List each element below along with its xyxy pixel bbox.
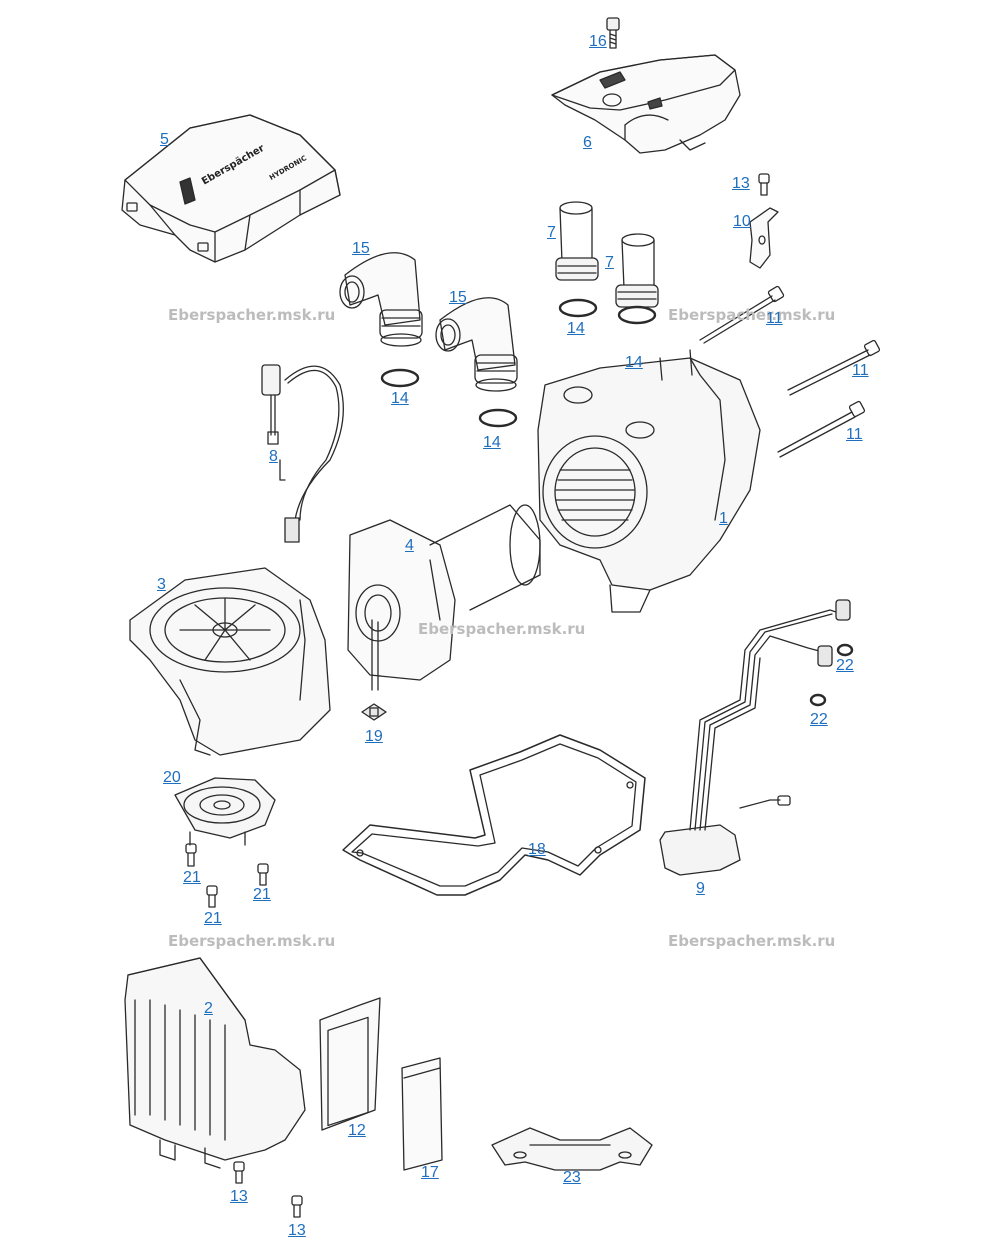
part-23-mounting-bracket xyxy=(491,1127,653,1171)
part-label-10[interactable]: 10 xyxy=(733,213,751,230)
part-15-elbow-pipe-a xyxy=(339,252,423,347)
part-14-o-ring-c xyxy=(558,298,598,318)
part-16-screw xyxy=(606,17,620,49)
part-12-pcb xyxy=(319,997,381,1131)
part-label-12[interactable]: 12 xyxy=(348,1122,366,1139)
part-7-pipe-b xyxy=(615,233,659,308)
part-label-3[interactable]: 3 xyxy=(157,576,166,593)
part-label-20[interactable]: 20 xyxy=(163,769,181,786)
part-14-o-ring-b xyxy=(478,408,518,428)
part-label-9[interactable]: 9 xyxy=(696,880,705,897)
part-14-o-ring-a xyxy=(380,368,420,388)
part-label-7b[interactable]: 7 xyxy=(605,254,614,271)
part-22-o-ring-a xyxy=(836,643,854,657)
part-label-21b[interactable]: 21 xyxy=(253,886,271,903)
part-label-18[interactable]: 18 xyxy=(528,841,546,858)
part-9-harness xyxy=(659,599,851,876)
part-label-2[interactable]: 2 xyxy=(204,1000,213,1017)
part-7-pipe-a xyxy=(555,201,599,281)
part-label-22b[interactable]: 22 xyxy=(810,711,828,728)
part-label-4[interactable]: 4 xyxy=(405,537,414,554)
part-label-14c[interactable]: 14 xyxy=(567,320,585,337)
part-15-elbow-pipe-b xyxy=(435,297,518,392)
part-label-13b[interactable]: 13 xyxy=(230,1188,248,1205)
watermark: Eberspacher.msk.ru xyxy=(668,932,836,950)
part-18-gasket xyxy=(342,734,646,896)
watermark: Eberspacher.msk.ru xyxy=(668,306,836,324)
part-label-11b[interactable]: 11 xyxy=(852,362,869,379)
part-20-fuel-part xyxy=(174,777,276,846)
part-label-15b[interactable]: 15 xyxy=(449,289,467,306)
part-label-16[interactable]: 16 xyxy=(589,33,607,50)
part-19-seal xyxy=(361,703,387,721)
part-label-21c[interactable]: 21 xyxy=(204,910,222,927)
part-label-11c[interactable]: 11 xyxy=(846,426,863,443)
part-13-screw-lower-b xyxy=(291,1195,303,1218)
part-22-o-ring-b xyxy=(809,693,827,707)
part-label-1[interactable]: 1 xyxy=(719,510,728,527)
part-label-14b[interactable]: 14 xyxy=(483,434,501,451)
part-label-14d[interactable]: 14 xyxy=(625,354,643,371)
part-21-screw-a xyxy=(185,843,197,867)
part-label-11a[interactable]: 11 xyxy=(766,310,783,327)
part-2-control-housing xyxy=(124,957,306,1169)
part-4-burner xyxy=(347,504,541,691)
part-8-sensor xyxy=(261,364,344,543)
part-label-14a[interactable]: 14 xyxy=(391,390,409,407)
part-13-screw-upper xyxy=(758,173,770,196)
part-11-bolt-b xyxy=(787,339,881,396)
part-label-6[interactable]: 6 xyxy=(583,134,592,151)
part-label-22a[interactable]: 22 xyxy=(836,657,854,674)
part-5-top-cover xyxy=(121,114,341,263)
watermark: Eberspacher.msk.ru xyxy=(418,620,586,638)
watermark: Eberspacher.msk.ru xyxy=(168,306,336,324)
part-6-cover xyxy=(551,54,741,154)
part-3-blower xyxy=(129,567,331,756)
part-10-bracket xyxy=(749,207,779,269)
part-11-bolt-a xyxy=(699,285,785,344)
part-label-13a[interactable]: 13 xyxy=(732,175,750,192)
part-14-o-ring-d xyxy=(617,305,657,325)
part-label-8[interactable]: 8 xyxy=(269,448,278,465)
part-11-bolt-c xyxy=(777,400,866,458)
part-label-5[interactable]: 5 xyxy=(160,131,169,148)
part-label-17[interactable]: 17 xyxy=(421,1164,439,1181)
part-17-label xyxy=(401,1057,443,1171)
part-21-screw-b xyxy=(257,863,269,886)
part-13-screw-lower-a xyxy=(233,1161,245,1184)
part-21-screw-c xyxy=(206,885,218,908)
part-label-21a[interactable]: 21 xyxy=(183,869,201,886)
part-1-heat-exchanger xyxy=(537,349,761,613)
watermark: Eberspacher.msk.ru xyxy=(168,932,336,950)
part-label-15a[interactable]: 15 xyxy=(352,240,370,257)
part-label-13c[interactable]: 13 xyxy=(288,1222,306,1239)
part-label-19[interactable]: 19 xyxy=(365,728,383,745)
part-label-7a[interactable]: 7 xyxy=(547,224,556,241)
part-label-23[interactable]: 23 xyxy=(563,1169,581,1186)
